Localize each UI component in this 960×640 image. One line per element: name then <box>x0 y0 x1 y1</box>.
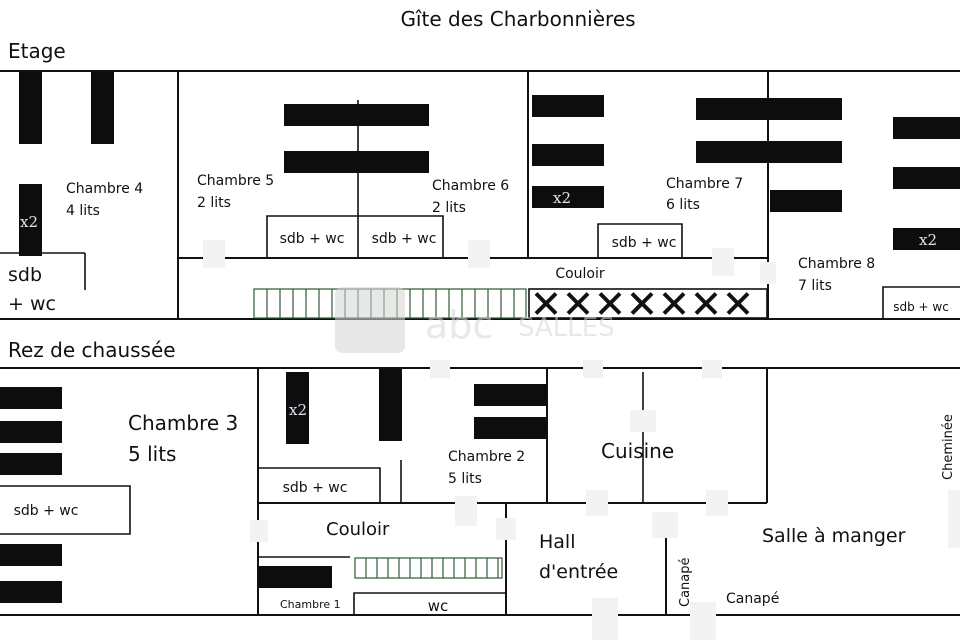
ground-floor-walls <box>0 367 960 616</box>
room-label-hall-2: d'entrée <box>539 561 618 583</box>
void-cross <box>534 292 558 315</box>
bed-ch3-3 <box>0 453 62 475</box>
bed-ch8-3 <box>893 167 960 189</box>
abc-salles-watermark: abc SALLES <box>335 287 615 353</box>
bed-ch2-1 <box>379 368 402 441</box>
ground-floor-beds <box>0 368 547 603</box>
fireplace-label: Cheminée <box>941 414 956 480</box>
bed-ch2-2 <box>474 384 547 406</box>
room-label-ch6: Chambre 6 <box>432 178 509 194</box>
sdb-label-ch4: sdb <box>8 264 42 286</box>
bed-ch1 <box>259 566 332 588</box>
bed-ch3-4 <box>0 544 62 566</box>
bed-ch4-1 <box>19 72 42 144</box>
room-beds-ch2: 5 lits <box>448 471 482 487</box>
bed-ch7-2 <box>532 144 604 166</box>
ground-staircase <box>354 557 503 579</box>
room-label-ch5: Chambre 5 <box>197 173 274 189</box>
bed-ch8-double <box>893 228 960 250</box>
room-label-ch2: Chambre 2 <box>448 449 525 465</box>
bed-ch8-2 <box>893 117 960 139</box>
sdb-label-ch5: sdb + wc <box>280 231 345 247</box>
sdb-label-ch2: sdb + wc <box>283 480 348 496</box>
upper-floor-walls <box>0 70 960 320</box>
void-cross <box>630 292 654 315</box>
bed-ch2-3 <box>474 417 547 439</box>
void-cross <box>694 292 718 315</box>
watermark-brand: abc <box>425 303 493 347</box>
sdb-label-ch6: sdb + wc <box>372 231 437 247</box>
sdb-label-ch3: sdb + wc <box>14 503 79 519</box>
double-bed-mark: x2 <box>289 401 307 419</box>
corridor-label-upper: Couloir <box>555 266 605 282</box>
room-beds-ch4: 4 lits <box>66 203 100 219</box>
room-beds-ch6: 2 lits <box>432 200 466 216</box>
void-cross <box>726 292 750 315</box>
floor-label-ground: Rez de chaussée <box>8 338 176 362</box>
bed-ch3-1 <box>0 387 62 409</box>
bed-ch7-ch8-1 <box>696 98 842 120</box>
room-label-kitchen: Cuisine <box>601 439 674 463</box>
room-label-ch7: Chambre 7 <box>666 176 743 192</box>
room-beds-ch5: 2 lits <box>197 195 231 211</box>
double-bed-mark: x2 <box>20 213 38 231</box>
sofa-label-horizontal: Canapé <box>726 591 779 607</box>
double-bed-mark: x2 <box>919 231 937 249</box>
sdb-label-ch7: sdb + wc <box>612 235 677 251</box>
void-cross <box>598 292 622 315</box>
bed-ch5-ch6-2 <box>284 151 429 173</box>
void-cross <box>566 292 590 315</box>
room-beds-ch3: 5 lits <box>128 442 176 466</box>
watermark-suffix: SALLES <box>518 313 615 343</box>
corridor-label-ground: Couloir <box>326 519 390 540</box>
bed-ch7-1 <box>532 95 604 117</box>
room-label-hall-1: Hall <box>539 531 576 553</box>
upper-floor-beds <box>19 72 960 256</box>
bed-ch8-1 <box>770 190 842 212</box>
double-bed-mark: x2 <box>553 189 571 207</box>
wc-label: wc <box>428 597 449 615</box>
bed-ch4-double <box>19 184 42 256</box>
ground-doors <box>250 360 960 640</box>
stair-void-crosses <box>528 288 768 319</box>
bed-ch3-5 <box>0 581 62 603</box>
plan-title: Gîte des Charbonnières <box>400 7 635 31</box>
room-label-dining: Salle à manger <box>762 525 906 547</box>
bed-ch3-2 <box>0 421 62 443</box>
sdb-label-ch4-wc: + wc <box>8 293 56 315</box>
room-label-ch1: Chambre 1 <box>280 598 341 611</box>
floor-label-upper: Etage <box>8 39 66 63</box>
room-label-ch4: Chambre 4 <box>66 181 143 197</box>
void-cross <box>662 292 686 315</box>
room-beds-ch8: 7 lits <box>798 278 832 294</box>
bed-ch4-2 <box>91 72 114 144</box>
room-label-ch8: Chambre 8 <box>798 256 875 272</box>
upper-doors <box>203 240 776 284</box>
room-label-ch3: Chambre 3 <box>128 411 238 435</box>
bed-ch2-double <box>286 372 309 444</box>
bed-ch5-ch6-1 <box>284 104 429 126</box>
sofa-label-vertical: Canapé <box>678 557 693 607</box>
bed-ch7-ch8-2 <box>696 141 842 163</box>
room-beds-ch7: 6 lits <box>666 197 700 213</box>
bed-ch7-double <box>532 186 604 208</box>
sdb-label-ch8: sdb + wc <box>893 300 949 314</box>
